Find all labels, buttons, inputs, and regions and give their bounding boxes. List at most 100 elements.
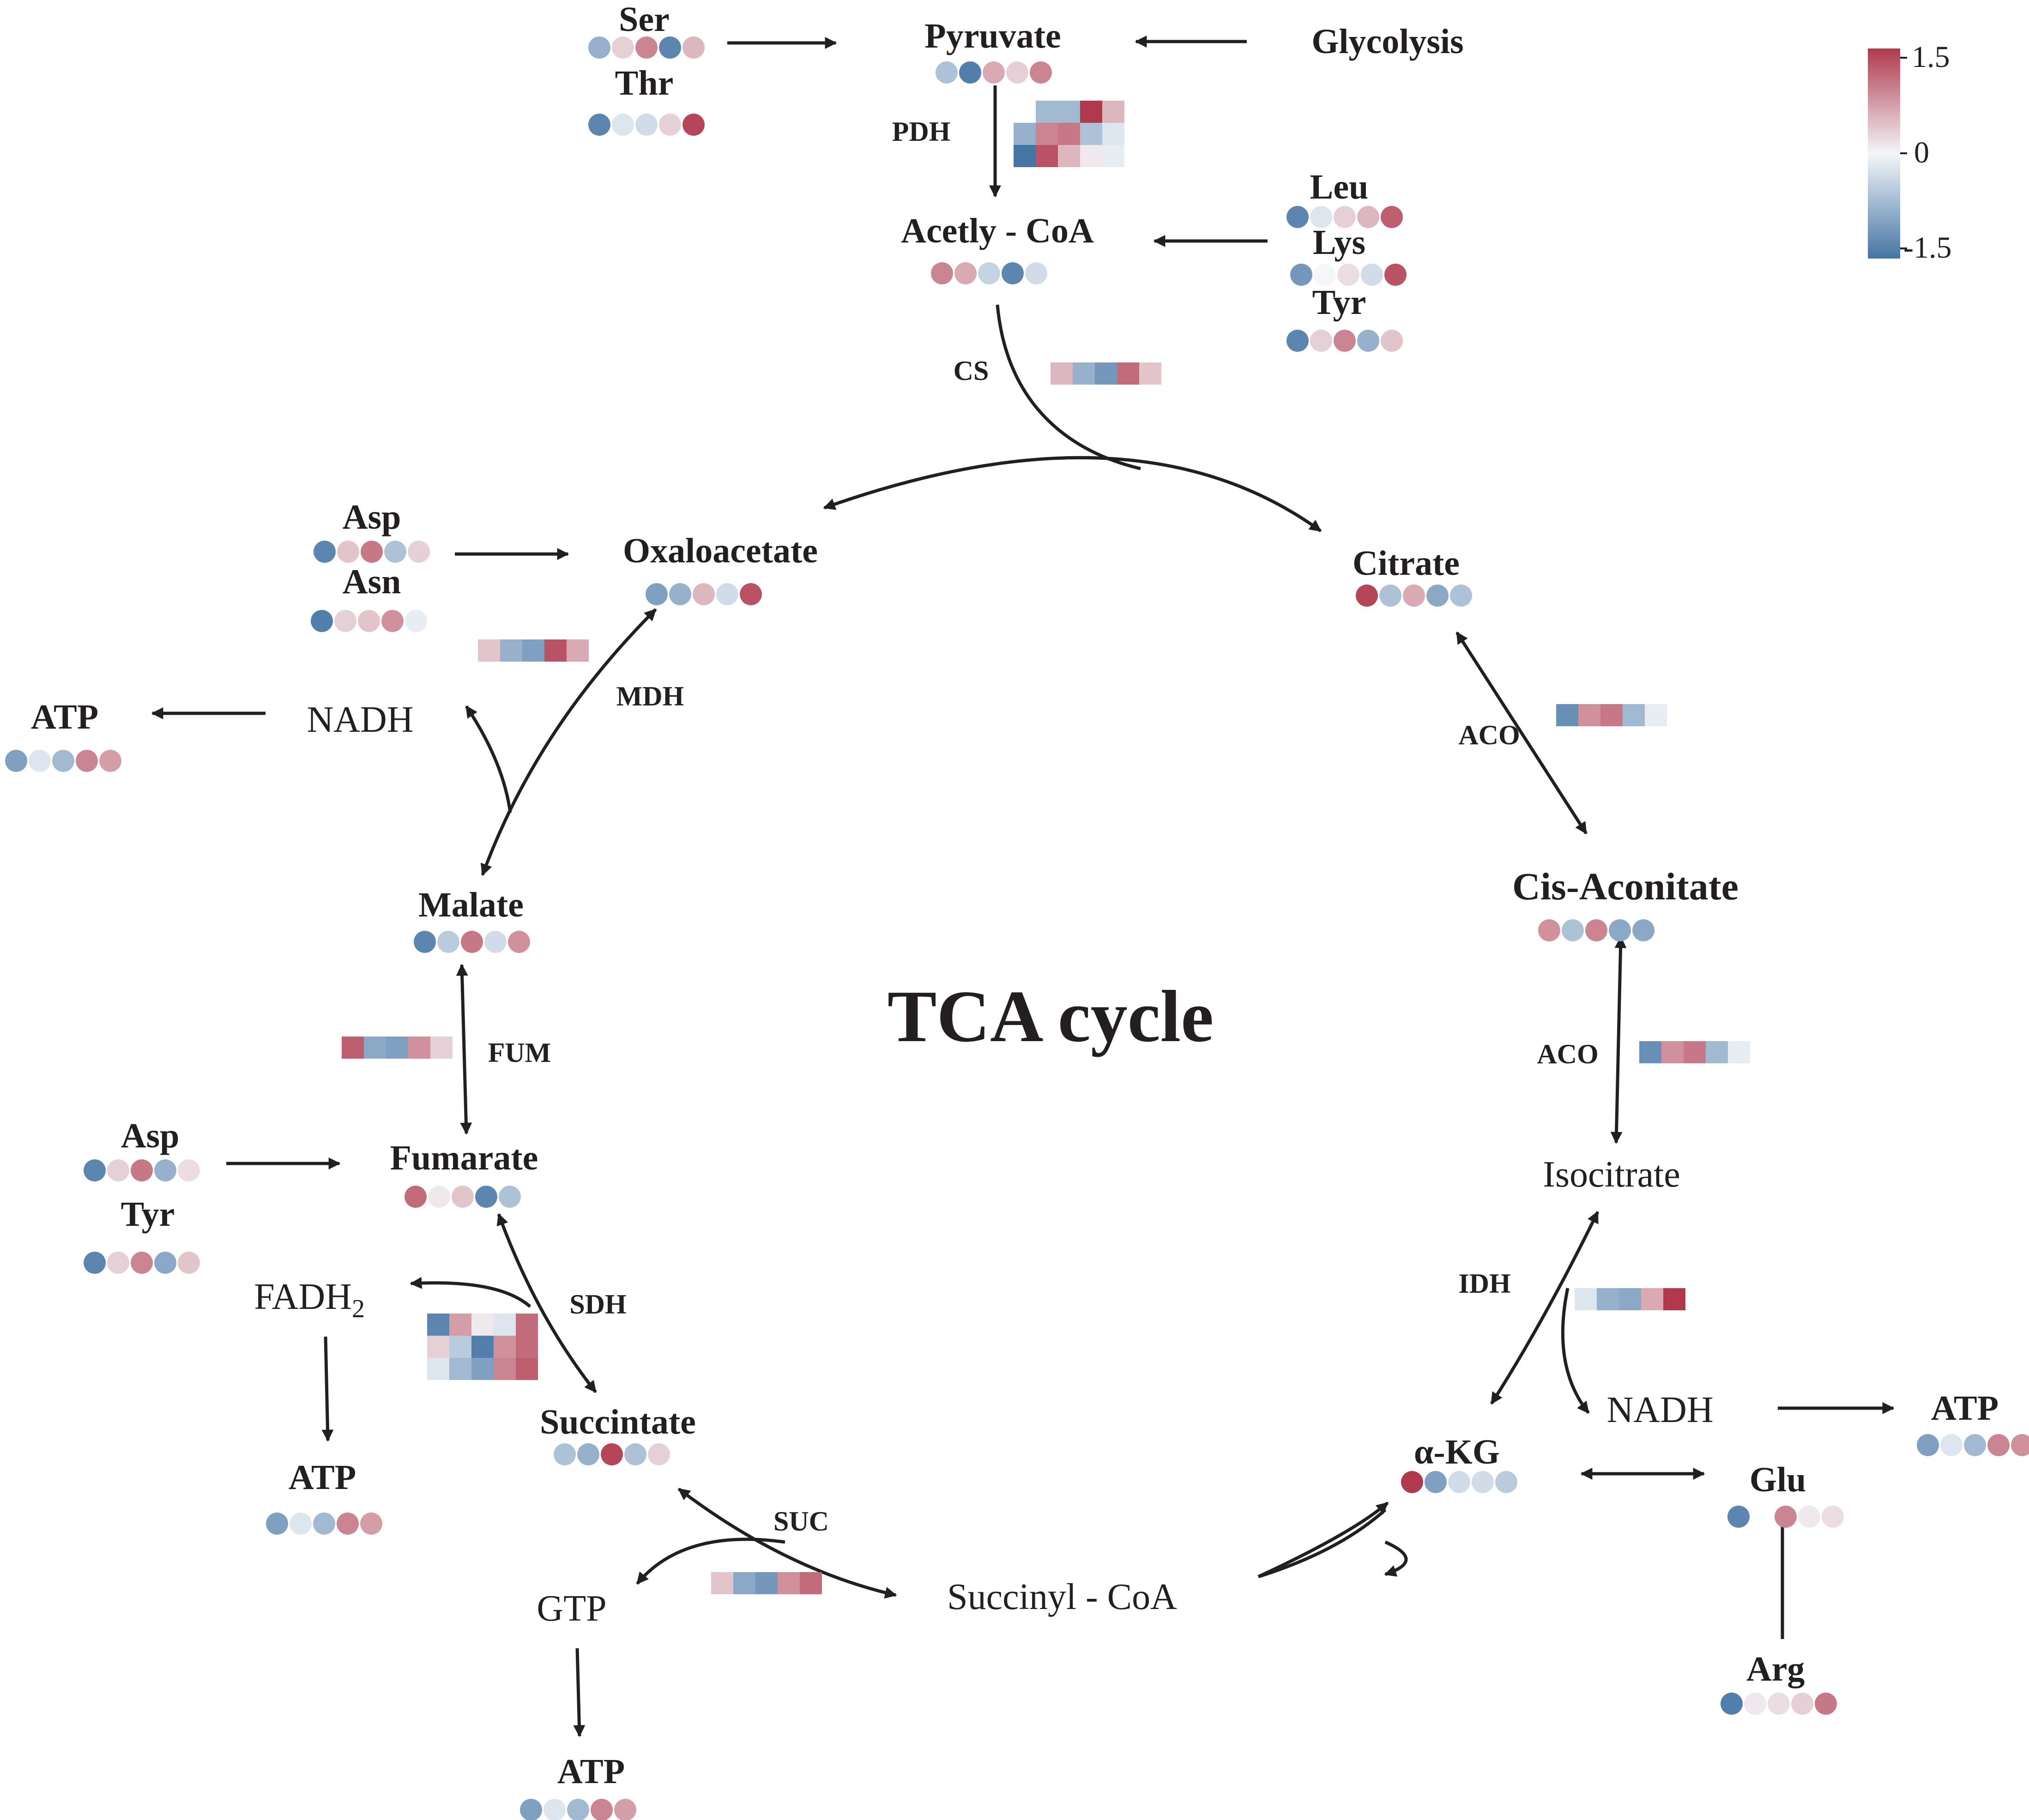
aco-top-heatmap-cell	[1645, 704, 1667, 726]
sdh-heatmap-cell	[494, 1336, 516, 1358]
asp-top-dots	[314, 541, 430, 563]
suc-heatmap-cell	[711, 1572, 733, 1594]
sdh-heatmap-cell	[449, 1336, 471, 1358]
lys-dot	[1337, 264, 1359, 286]
asp-top-dot	[314, 541, 336, 563]
lys-label: Lys	[1313, 223, 1365, 262]
thr-label: Thr	[615, 64, 674, 102]
cis-aconitate-dot	[1609, 919, 1631, 941]
arrow-gtp-to-atp	[573, 1648, 586, 1737]
leu-dot	[1357, 206, 1379, 228]
pdh-heatmap-cell	[1014, 123, 1036, 145]
cs-heatmap-cell	[1117, 362, 1139, 385]
oxaloacetate-dot	[646, 583, 668, 605]
atp-gtp-dot	[591, 1799, 613, 1820]
asp-bottom-dot	[154, 1159, 176, 1181]
glu-dot	[1727, 1506, 1750, 1528]
glu-label: Glu	[1750, 1460, 1806, 1499]
cs-heatmap-cell	[1073, 362, 1095, 385]
ser-dot	[588, 36, 610, 59]
malate-dot	[484, 931, 507, 953]
fadh2-subscript: 2	[352, 1295, 365, 1323]
suc-heatmap-cell	[778, 1572, 800, 1594]
mdh-heatmap-cell	[567, 639, 589, 662]
tyr-top-dot	[1286, 330, 1309, 352]
atp-gtp-dot	[614, 1799, 636, 1820]
fum-heatmap-cell	[342, 1037, 364, 1059]
asp-top-dot	[337, 541, 359, 563]
fum-heatmap	[342, 1037, 453, 1059]
arg-dot	[1744, 1693, 1766, 1715]
atp-left-dot	[5, 750, 27, 772]
oxaloacetate-dot	[693, 583, 715, 605]
aco-mid-heatmap-cell	[1661, 1041, 1684, 1063]
mdh-heatmap-cell	[544, 639, 567, 662]
malate-dot	[437, 931, 459, 953]
asn-dot	[405, 610, 427, 632]
arg-label: Arg	[1746, 1650, 1805, 1688]
idh-label: IDH	[1458, 1268, 1510, 1299]
sdh-heatmap-cell	[449, 1314, 471, 1336]
aco-mid-heatmap-cell	[1728, 1041, 1750, 1063]
fum-heatmap-cell	[430, 1037, 453, 1059]
cis-aconitate-dot	[1632, 919, 1655, 941]
acetyl-coa-label: Acetly - CoA	[901, 211, 1094, 250]
aco-top-heatmap-cell	[1600, 704, 1623, 726]
pdh-heatmap-cell	[1080, 145, 1102, 167]
atp-fadh2-dots	[266, 1513, 382, 1535]
oxaloacetate-label: Oxaloacetate	[623, 531, 818, 570]
thr-dot	[659, 114, 681, 136]
arc-succinyl-coa-succinate	[677, 1488, 897, 1599]
atp-fadh2-dot	[337, 1513, 359, 1535]
fadh2-main: FADH	[254, 1277, 352, 1317]
line-cis-aconitate-isocitrate	[1610, 936, 1627, 1144]
aco-mid-label: ACO	[1537, 1039, 1598, 1069]
fumarate-dot	[405, 1186, 427, 1208]
legend-gradient-bar	[1868, 48, 1900, 259]
pdh-heatmap-cell	[1080, 101, 1102, 123]
branch-mdh-to-nadh	[465, 705, 512, 813]
branch-suc-to-gtp	[636, 1537, 785, 1585]
thr-dots	[588, 114, 705, 136]
pathway-arrows	[151, 36, 1895, 1737]
tyr-top-dots	[1286, 330, 1403, 352]
pdh-heatmap-cell	[1102, 123, 1124, 145]
succinate-dot	[554, 1443, 576, 1465]
fum-heatmap-cell	[408, 1037, 430, 1059]
pdh-label: PDH	[892, 116, 951, 147]
akg-dot	[1495, 1471, 1517, 1493]
tyr-top-label: Tyr	[1312, 283, 1366, 322]
sdh-heatmap	[427, 1314, 538, 1380]
mdh-heatmap-cell	[478, 639, 500, 662]
atp-right-dot	[1964, 1434, 1986, 1456]
citrate-dot	[1356, 585, 1378, 607]
atp-fadh2-dot	[266, 1513, 288, 1535]
pdh-heatmap-cell	[1102, 145, 1124, 167]
color-scale-legend: 1.5 0 -1.5	[1868, 40, 1951, 265]
atp-fadh2-dot	[313, 1513, 335, 1535]
malate-label: Malate	[418, 886, 524, 924]
dot-rows	[5, 36, 2029, 1820]
arrow-succinyl-coa-akg	[1257, 1501, 1389, 1579]
nadh-left-label: NADH	[307, 699, 413, 740]
suc-heatmap-cell	[755, 1572, 778, 1594]
nadh-right-label: NADH	[1606, 1390, 1713, 1430]
glycolysis-label: Glycolysis	[1311, 22, 1463, 61]
line-fumarate-malate	[456, 964, 472, 1135]
aco-mid-heatmap-cell	[1684, 1041, 1706, 1063]
arg-dot	[1791, 1693, 1813, 1715]
aco-mid-heatmap-cell	[1706, 1041, 1728, 1063]
lys-dot	[1314, 264, 1336, 286]
atp-left-dot	[99, 750, 121, 772]
asn-dots	[311, 610, 427, 632]
atp-left-dots	[5, 750, 121, 772]
cs-heatmap-cell	[1095, 362, 1117, 385]
fadh2-label: FADH2	[254, 1277, 365, 1323]
citrate-dot	[1450, 585, 1472, 607]
asp-bottom-dots	[84, 1159, 200, 1181]
sdh-heatmap-cell	[516, 1358, 538, 1380]
curve-acetyl-coa-to-cycle	[996, 304, 1141, 470]
arc-succinate-fumarate	[496, 1213, 597, 1393]
sdh-heatmap-cell	[449, 1358, 471, 1380]
asp-bottom-dot	[107, 1159, 129, 1181]
